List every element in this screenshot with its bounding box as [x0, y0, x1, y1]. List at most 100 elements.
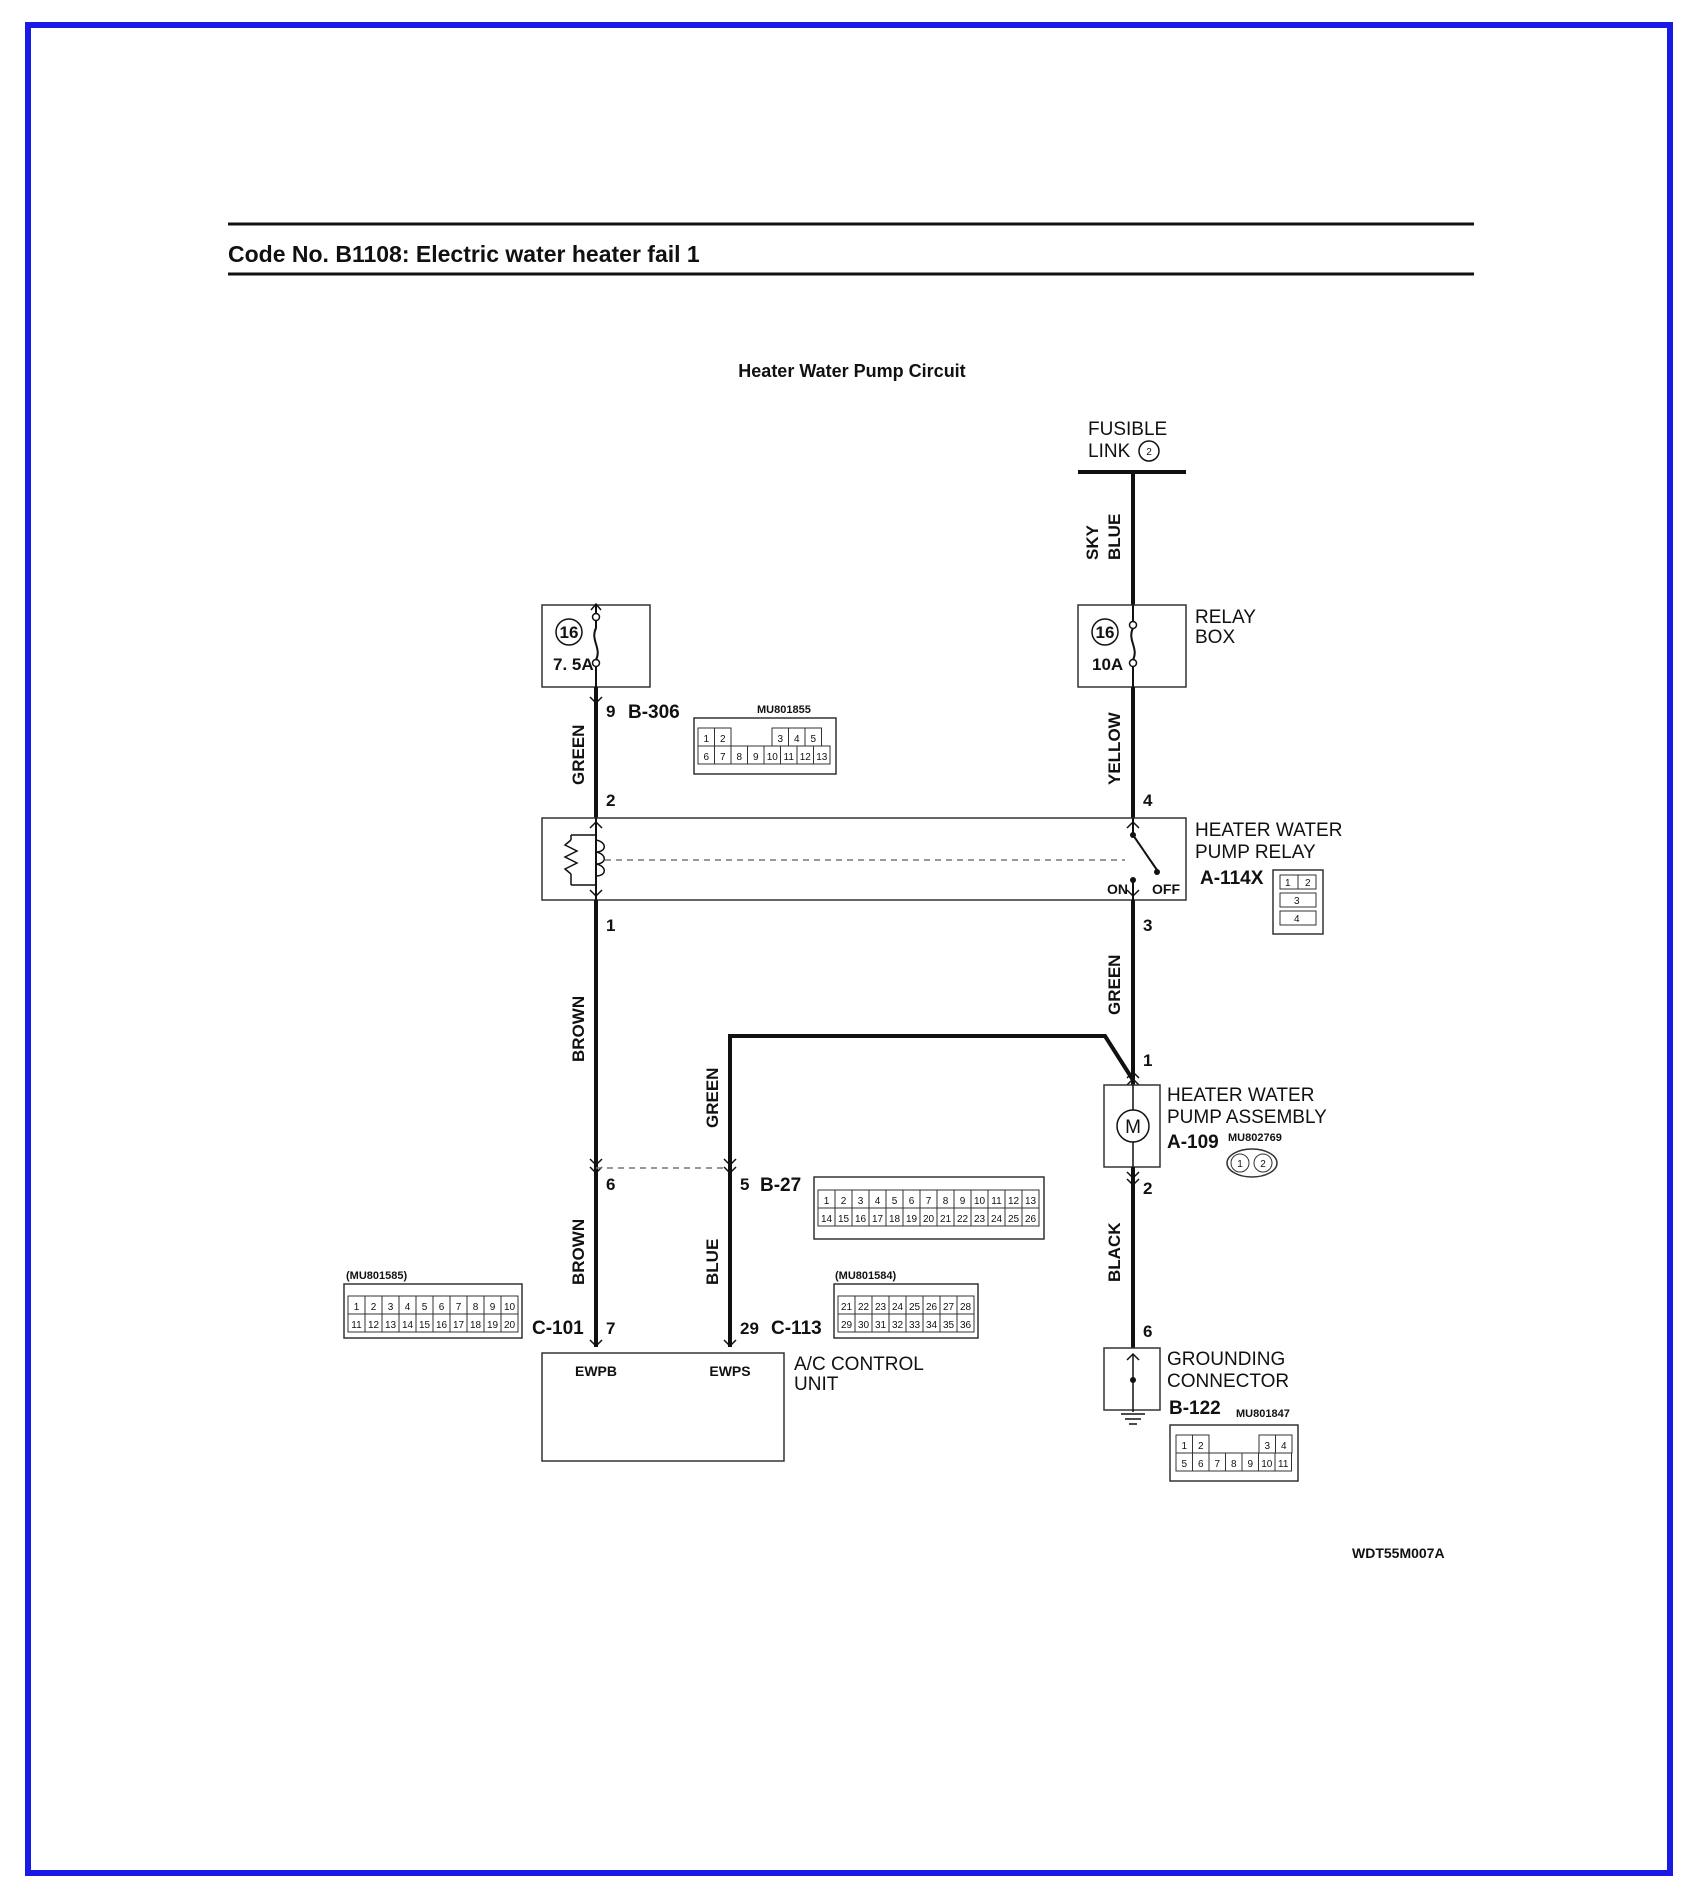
connector-pin-label: 20 [923, 1214, 935, 1225]
connector-pin-label: 11 [351, 1320, 362, 1331]
connector-pin-label: 10 [767, 752, 779, 763]
connector-pin-label: 35 [943, 1320, 955, 1331]
connector-pin-label: 10 [504, 1302, 516, 1313]
connector-pin-label: 1 [1181, 1441, 1187, 1452]
relay-box-label-2: BOX [1195, 627, 1235, 648]
connector-pin-label: 9 [1247, 1459, 1253, 1470]
pin-label-6-ground: 6 [1143, 1322, 1152, 1341]
fuse-element-right [1130, 605, 1136, 687]
connector-pin-label: 10 [1261, 1459, 1273, 1470]
fuse-rating-left: 7. 5A [553, 655, 594, 674]
pump-conn-pin-1: 1 [1237, 1159, 1243, 1170]
relay-label-1: HEATER WATER [1195, 820, 1342, 841]
wire-label-blue: BLUE [1105, 514, 1124, 560]
grounding-label-1: GROUNDING [1167, 1349, 1285, 1370]
wire-label-green-mid: GREEN [703, 1068, 722, 1128]
connector-pin-label: 22 [957, 1214, 969, 1225]
fuse-number-left: 16 [560, 623, 579, 642]
wire-label-yellow: YELLOW [1105, 711, 1124, 785]
pin-label-2: 2 [606, 791, 615, 810]
connector-pin-label: 1 [824, 1196, 830, 1207]
connector-b306-code: B-306 [628, 702, 680, 723]
connector-pin-label: 22 [858, 1302, 870, 1313]
connector-pin-label: 1 [703, 734, 709, 745]
connector-c113-code: C-113 [771, 1318, 822, 1339]
connector-pin-label: 28 [960, 1302, 972, 1313]
wire-label-green-left: GREEN [569, 725, 588, 785]
terminal-ewpb: EWPB [575, 1363, 617, 1379]
connector-pin-label: 7 [926, 1196, 932, 1207]
connector-pin-label: 16 [855, 1214, 867, 1225]
fusible-link-label-2: LINK [1088, 441, 1131, 462]
connector-pin-label: 24 [892, 1302, 904, 1313]
connector-pin-label: 7 [456, 1302, 462, 1313]
connector-pin-cell [1274, 1452, 1292, 1472]
connector-pin-label: 3 [1264, 1441, 1270, 1452]
connector-pin-label: 5 [810, 734, 816, 745]
pin-label-1-pump: 1 [1143, 1051, 1152, 1070]
pump-connector-graphic [1226, 1148, 1278, 1178]
grounding-code: B-122 [1169, 1398, 1221, 1419]
connector-pin-label: 30 [858, 1320, 870, 1331]
connector-pin-label: 24 [991, 1214, 1003, 1225]
pin-label-6-left: 6 [606, 1175, 615, 1194]
ground-icon [1121, 1413, 1145, 1425]
relay-coil-icon [595, 839, 605, 877]
grounding-label-2: CONNECTOR [1167, 1371, 1289, 1392]
connector-pin-label: 11 [1278, 1459, 1289, 1470]
ac-control-unit-label-1: A/C CONTROL [794, 1354, 924, 1375]
connector-pin-label: 12 [368, 1320, 380, 1331]
connector-pin-cell [813, 745, 831, 765]
connector-pin-label: 15 [838, 1214, 850, 1225]
connector-b27-code: B-27 [760, 1175, 801, 1196]
connector-pin-label: 7 [1214, 1459, 1220, 1470]
connector-pin-label: 13 [816, 752, 828, 763]
connector-c113-part: (MU801584) [835, 1270, 896, 1282]
connector-pin-label: 29 [841, 1320, 853, 1331]
relay-on-label: ON [1107, 881, 1128, 897]
relay-conn-pin-4: 4 [1294, 914, 1300, 925]
fuse-rating-right: 10A [1092, 655, 1123, 674]
pump-label-2: PUMP ASSEMBLY [1167, 1107, 1327, 1128]
connector-pin-label: 2 [841, 1196, 847, 1207]
connector-pin-label: 5 [422, 1302, 428, 1313]
connector-pin-label: 14 [402, 1320, 414, 1331]
wire-label-brown-lower: BROWN [569, 1219, 588, 1285]
connector-pin-cell [1021, 1207, 1040, 1227]
connector-pin-label: 2 [371, 1302, 377, 1313]
relay-box-label-1: RELAY [1195, 607, 1256, 628]
fuse-number-circle-right [1091, 618, 1119, 646]
connector-c101-part: (MU801585) [346, 1270, 407, 1282]
connector-pin-label: 9 [490, 1302, 496, 1313]
ac-control-unit [541, 1352, 785, 1462]
connector-pin-label: 21 [841, 1302, 853, 1313]
connector-pin-label: 6 [439, 1302, 445, 1313]
pump-conn-pin-2: 2 [1260, 1159, 1266, 1170]
pump-part: MU802769 [1228, 1132, 1282, 1144]
connector-pin-label: 26 [926, 1302, 938, 1313]
connector-pin-label: 32 [892, 1320, 904, 1331]
relay-switch-contact-icon [1132, 834, 1158, 871]
terminal-ewps: EWPS [709, 1363, 750, 1379]
connector-pin-label: 9 [960, 1196, 966, 1207]
connector-pin-label: 8 [473, 1302, 479, 1313]
relay-label-2: PUMP RELAY [1195, 842, 1316, 863]
motor-symbol: M [1125, 1117, 1141, 1138]
connector-b306-part: MU801855 [757, 704, 811, 716]
connector-pin-label: 19 [906, 1214, 918, 1225]
page-title: Code No. B1108: Electric water heater fa… [228, 241, 700, 267]
pin-label-1-relay: 1 [606, 916, 615, 935]
connector-pin-label: 12 [1008, 1196, 1020, 1207]
connector-pin-label: 5 [892, 1196, 898, 1207]
connector-pin-label: 13 [1025, 1196, 1037, 1207]
fusible-link-label-1: FUSIBLE [1088, 419, 1167, 440]
relay-code: A-114X [1200, 868, 1264, 889]
connector-pin-label: 15 [419, 1320, 431, 1331]
wire-label-blue: BLUE [703, 1239, 722, 1285]
connector-pin-label: 5 [1181, 1459, 1187, 1470]
